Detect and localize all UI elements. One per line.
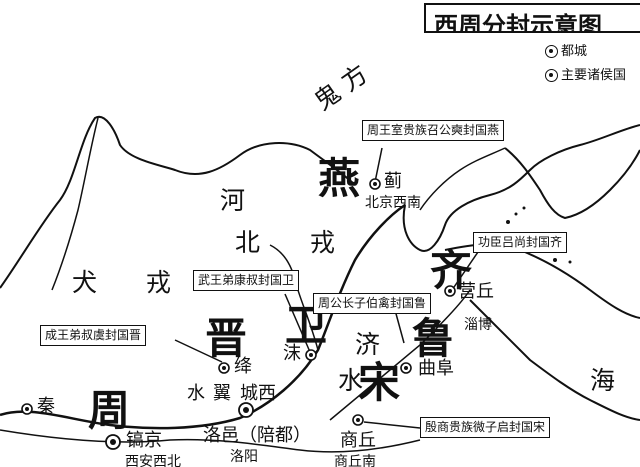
state-yan: 燕 <box>318 154 361 203</box>
city-haojing: 镐京 <box>126 430 162 451</box>
city-shangqiu: 商丘 <box>340 430 376 451</box>
island <box>568 260 572 264</box>
island <box>514 212 518 216</box>
leader-jin <box>174 339 223 363</box>
vassal-city-icon-jiang <box>218 362 230 374</box>
city-shui: 水 <box>187 383 205 404</box>
region-quan: 犬 <box>72 268 98 297</box>
city-mei: 沫 <box>283 343 301 364</box>
city-luoyang: 洛阳 <box>230 449 258 465</box>
yellow-river <box>0 115 356 289</box>
river-north-branch <box>51 117 99 291</box>
yellow-river-lower <box>0 203 406 430</box>
map-title: 西周分封示意图 <box>424 3 640 33</box>
city-chengxi: 城西 <box>240 383 276 404</box>
city-ji-modern: 北京西南 <box>365 195 421 211</box>
leader-qi <box>451 251 479 291</box>
city-yi: 翼 <box>213 383 231 404</box>
region-ji-river: 济 <box>355 330 381 359</box>
liaodong-coast <box>504 147 640 220</box>
region-bei: 北 <box>235 228 261 257</box>
city-qufu: 曲阜 <box>418 358 454 379</box>
ji-river <box>329 289 471 421</box>
legend-capital-label: 都城 <box>561 44 588 59</box>
region-he: 河 <box>220 186 246 215</box>
capital-icon-luoyi <box>238 402 254 418</box>
region-rong2: 戎 <box>146 268 172 297</box>
annotation-yan: 周王室贵族召公奭封国燕 <box>362 120 505 141</box>
vassal-city-icon-mei <box>305 349 317 361</box>
leader-song <box>363 421 421 429</box>
city-jiang: 绛 <box>234 356 252 377</box>
state-qi: 齐 <box>430 246 473 295</box>
state-zhou: 周 <box>88 386 131 435</box>
city-xian: 西安西北 <box>125 454 181 467</box>
legend-vassal: 主要诸侯国 <box>545 64 626 83</box>
shandong-coast-south <box>469 299 640 421</box>
state-jin: 晋 <box>205 314 248 363</box>
vassal-city-icon-qin <box>21 403 33 415</box>
leader-lu <box>394 309 405 344</box>
vassal-city-icon-qufu <box>400 362 412 374</box>
annotation-song: 殷商贵族微子启封国宋 <box>420 417 551 438</box>
vassal-city-icon-ji <box>369 178 381 190</box>
wei-river <box>0 429 421 453</box>
city-yingqiu: 营丘 <box>458 281 494 302</box>
annotation-qi: 功臣吕尚封国齐 <box>473 232 568 253</box>
annotation-lu: 周公长子伯禽封国鲁 <box>313 293 432 314</box>
state-song: 宋 <box>358 358 401 407</box>
island <box>522 206 526 210</box>
city-luoyi: 洛邑（陪都） <box>203 425 311 446</box>
vassal-city-icon <box>545 69 558 82</box>
legend-vassal-label: 主要诸侯国 <box>561 68 627 83</box>
island <box>553 258 557 262</box>
legend-capital: 都城 <box>545 40 587 59</box>
region-shui: 水 <box>338 366 364 395</box>
annotation-jin: 成王弟叔虞封国晋 <box>40 325 147 346</box>
city-ji: 蓟 <box>384 171 402 192</box>
vassal-city-icon-shangqiu <box>352 414 364 426</box>
city-zibo: 淄博 <box>464 317 492 333</box>
region-hai: 海 <box>590 366 616 395</box>
leader-wei <box>284 293 311 353</box>
city-qin: 秦 <box>37 396 55 417</box>
capital-icon <box>545 45 558 58</box>
city-shangqiu-south: 商丘南 <box>334 454 376 467</box>
island <box>506 220 510 224</box>
bohai-coast <box>419 147 506 211</box>
coastline <box>402 124 640 252</box>
vassal-city-icon-yingqiu <box>444 285 456 297</box>
state-lu: 鲁 <box>412 314 455 363</box>
leader-yan <box>374 147 383 183</box>
annotation-wei: 武王弟康叔封国卫 <box>193 270 300 291</box>
region-rong: 戎 <box>310 228 336 257</box>
capital-icon-haojing <box>105 434 121 450</box>
